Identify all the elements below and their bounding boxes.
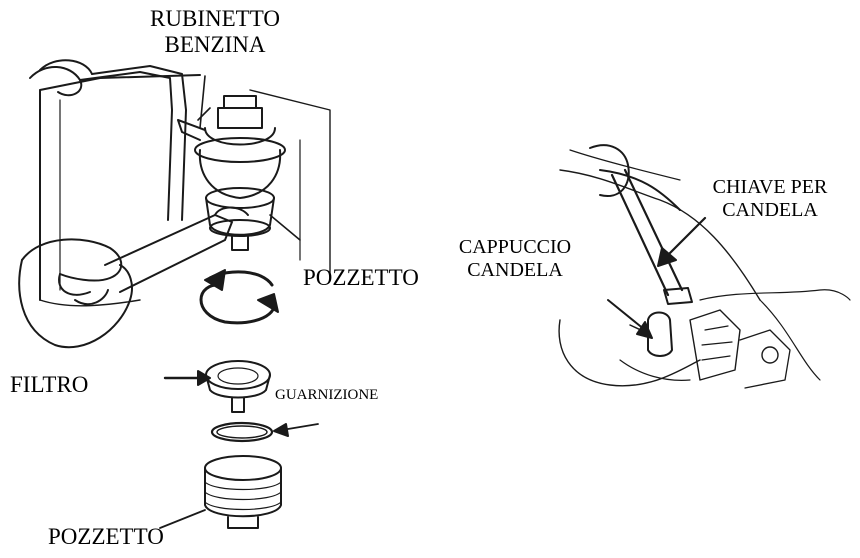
label-cappuccio-candela: CAPPUCCIO CANDELA xyxy=(455,236,575,282)
label-guarnizione: GUARNIZIONE xyxy=(275,387,378,404)
label-chiave-per-candela: CHIAVE PER CANDELA xyxy=(705,176,835,222)
label-rubinetto-benzina: RUBINETTO BENZINA xyxy=(140,6,290,59)
fuel-tap-illustration xyxy=(19,60,330,347)
label-pozzetto-bottom: POZZETTO xyxy=(48,524,164,550)
label-filtro: FILTRO xyxy=(10,372,88,398)
label-pozzetto-top: POZZETTO xyxy=(303,265,419,291)
